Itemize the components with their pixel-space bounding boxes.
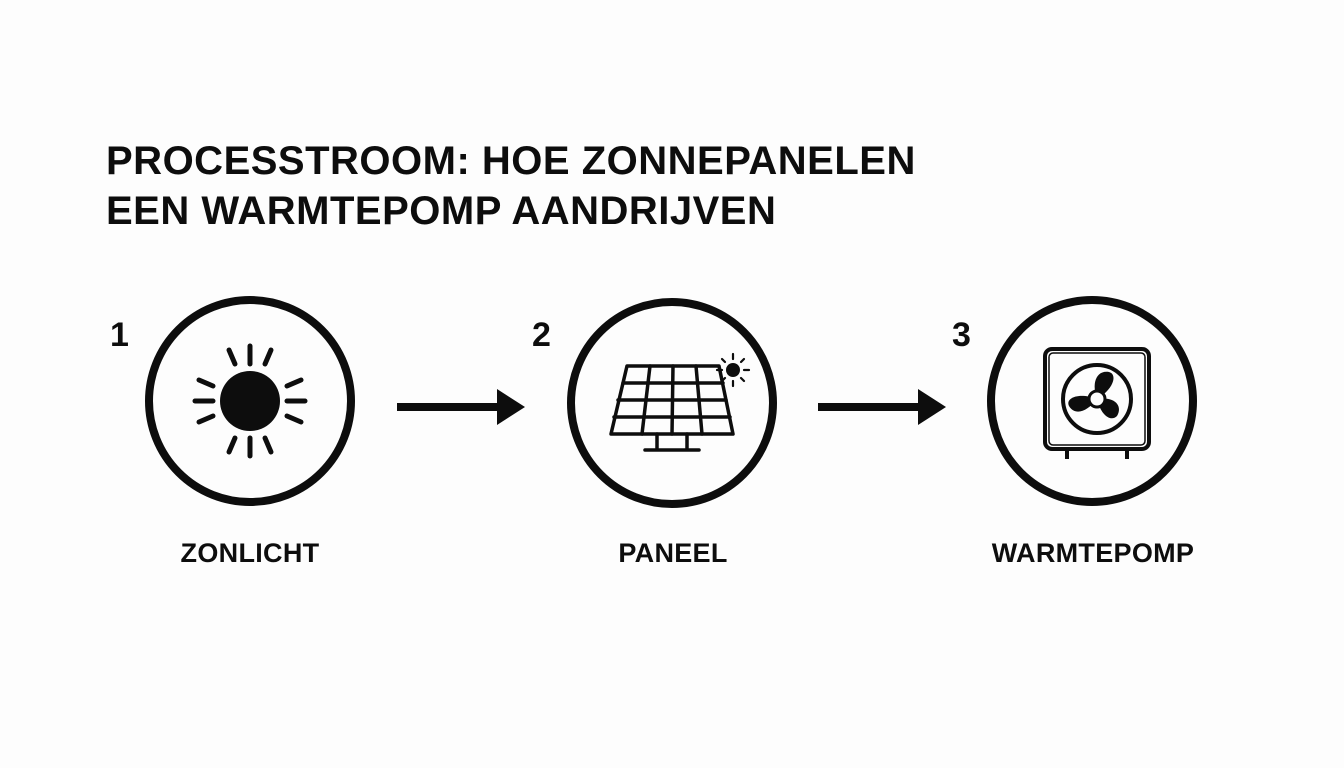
- page-title: PROCESSTROOM: HOE ZONNEPANELEN EEN WARMT…: [106, 136, 1006, 236]
- step-circle: [987, 296, 1197, 506]
- small-sun-icon: [715, 352, 751, 388]
- step-circle: [145, 296, 355, 506]
- sun-icon: [192, 343, 308, 459]
- solar-panel-icon: [609, 352, 751, 452]
- fan-icon: [1068, 371, 1119, 419]
- step-number: 1: [110, 316, 129, 354]
- title-line-2: EEN WARMTEPOMP AANDRIJVEN: [106, 189, 777, 233]
- step-label: ZONLICHT: [180, 538, 320, 568]
- title-line-1: PROCESSTROOM: HOE ZONNEPANELEN: [106, 139, 916, 183]
- heat-pump-icon: [1043, 347, 1151, 459]
- arrow-right-icon: [818, 389, 946, 425]
- step-number: 2: [532, 316, 551, 354]
- step-number: 3: [952, 316, 971, 354]
- arrow-right-icon: [397, 389, 525, 425]
- step-label: WARMTEPOMP: [991, 538, 1195, 568]
- step-circle: [567, 298, 777, 508]
- step-label: PANEEL: [618, 538, 728, 568]
